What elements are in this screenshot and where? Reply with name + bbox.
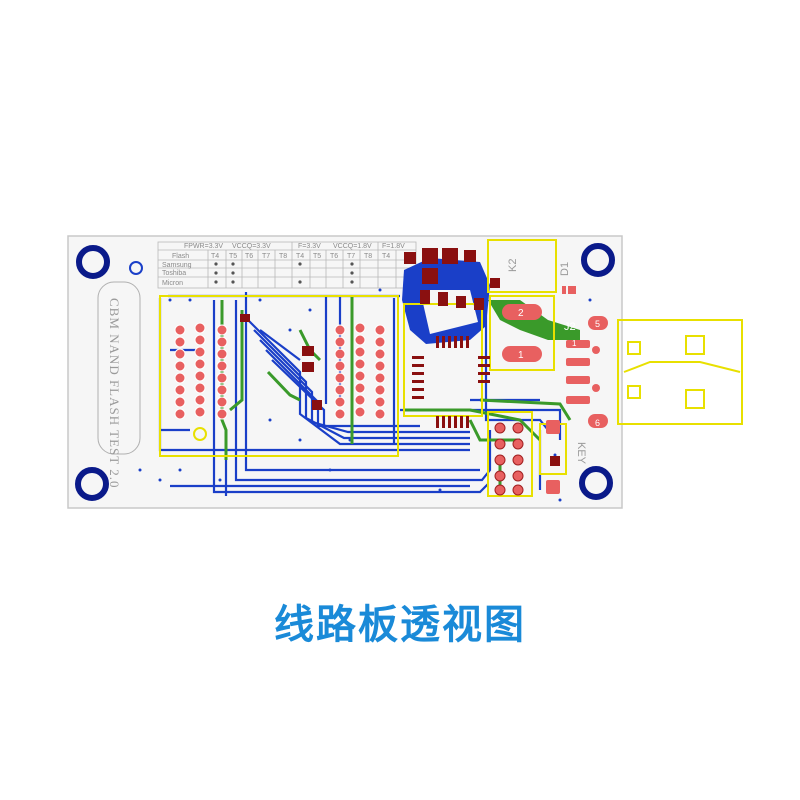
table-col-3: T6 bbox=[245, 253, 253, 260]
table-col-10: T8 bbox=[364, 253, 372, 260]
nand-pads-right bbox=[334, 322, 386, 420]
table-header-2: VCCQ=3.3V bbox=[232, 243, 271, 250]
nand-pads-left bbox=[174, 322, 228, 420]
table-row-samsung: Samsung bbox=[162, 262, 192, 269]
table-col-5: T8 bbox=[279, 253, 287, 260]
j2-pad-2-label: 2 bbox=[518, 308, 524, 319]
table-header-4: VCCQ=1.8V bbox=[333, 243, 372, 250]
table-header-3: F=3.3V bbox=[298, 243, 321, 250]
blue-traces bbox=[158, 279, 562, 496]
j2-label: J2 bbox=[564, 321, 576, 333]
table-col-2: T5 bbox=[229, 253, 237, 260]
mounting-holes bbox=[75, 243, 615, 501]
table-col-6: T4 bbox=[296, 253, 304, 260]
table-col-8: T6 bbox=[330, 253, 338, 260]
pin-header-pads bbox=[494, 422, 524, 496]
key-pads bbox=[546, 420, 560, 494]
table-col-7: T5 bbox=[313, 253, 321, 260]
j2-pads bbox=[502, 304, 542, 362]
mcu-pins bbox=[412, 336, 490, 428]
usb-pads bbox=[566, 316, 608, 428]
table-header-1: FPWR=3.3V bbox=[184, 243, 223, 250]
table-header-5: F=1.8V bbox=[382, 243, 405, 250]
table-col-1: T4 bbox=[211, 253, 219, 260]
key-label: KEY bbox=[575, 442, 587, 465]
table-row-micron: Micron bbox=[162, 280, 183, 287]
usb-pin-5: 5 bbox=[595, 319, 600, 329]
table-col-9: T7 bbox=[347, 253, 355, 260]
table-col-4: T7 bbox=[262, 253, 270, 260]
usb-pin-6: 6 bbox=[595, 418, 600, 428]
table-row-toshiba: Toshiba bbox=[162, 270, 186, 277]
table-dots bbox=[214, 262, 354, 284]
diagram-caption: 线路板透视图 bbox=[274, 602, 526, 648]
board-title-silkscreen: CBM NAND FLASH TEST 2.0 bbox=[107, 298, 122, 488]
d1-label: D1 bbox=[559, 262, 571, 276]
j2-pad-1-label: 1 bbox=[518, 350, 524, 361]
config-table bbox=[157, 241, 417, 289]
table-row-flash: Flash bbox=[172, 253, 189, 260]
usb-pin-1: 1 bbox=[572, 339, 577, 348]
k2-label: K2 bbox=[507, 259, 519, 272]
table-col-11: T4 bbox=[382, 253, 390, 260]
green-traces bbox=[220, 296, 572, 490]
smd-components bbox=[240, 248, 560, 466]
